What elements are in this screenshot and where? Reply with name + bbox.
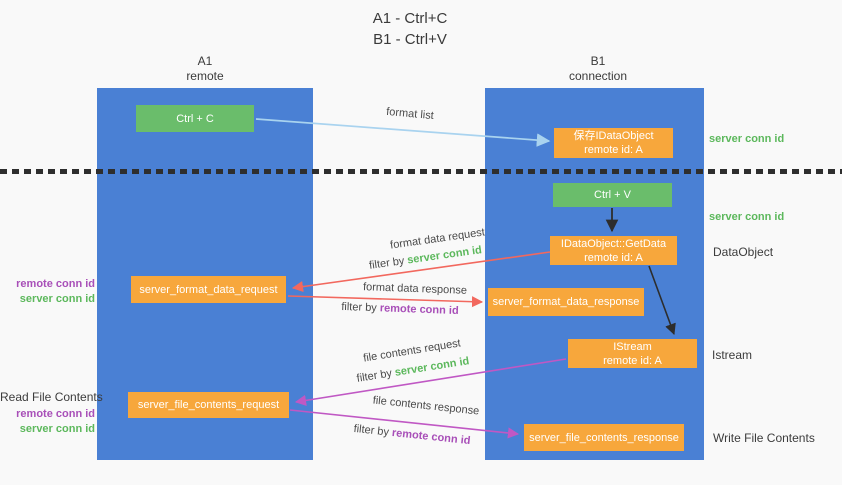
remote-conn-id-left-top: remote conn id [16,278,95,290]
conn-id-group-top: remote conn id server conn id [0,277,95,307]
file-contents-response-filter-label: filter by remote conn id [342,422,482,449]
istream-side-label: Istream [712,348,753,362]
session-divider [0,169,842,174]
filter-by-prefix: filter by [341,300,381,315]
server-conn-id-left-top: server conn id [19,293,95,305]
lane-b1-role: connection [568,69,628,83]
format-data-response-arrow [287,295,484,308]
remote-conn-id-key: remote conn id [391,426,471,448]
filter-by-prefix: filter by [353,422,393,439]
title-line-1: A1 - Ctrl+C [372,10,448,27]
save-idataobject-box: 保存IDataObject remote id: A [554,128,673,158]
format-list-label: format list [385,105,435,123]
remote-conn-id-left-bottom: remote conn id [16,408,95,420]
server-format-data-response-label: server_format_data_response [492,296,640,308]
istream-line1: IStream [613,340,652,353]
istream-box: IStream remote id: A [568,339,697,368]
server-format-data-response-box: server_format_data_response [488,288,644,316]
server-conn-id-right-mid: server conn id [709,211,785,223]
save-idataobject-line2: remote id: A [584,144,643,156]
filter-by-prefix: filter by [355,366,396,385]
lane-a1-name: A1 [197,54,213,68]
server-conn-id-left-bottom: server conn id [19,423,95,435]
idataobject-getdata-box: IDataObject::GetData remote id: A [550,236,677,265]
getdata-line1: IDataObject::GetData [560,237,667,250]
file-contents-response-label: file contents response [372,394,480,418]
lane-a1-role: remote [186,69,224,83]
dataobject-label: DataObject [713,245,774,259]
title-line-2: B1 - Ctrl+V [373,31,447,48]
lane-header-b1: B1 connection [548,54,648,84]
istream-line2: remote id: A [603,354,662,367]
server-conn-id-right-top: server conn id [709,133,785,145]
ctrl-c-box: Ctrl + C [136,105,254,132]
format-data-response-label: format data response [362,281,468,297]
ctrl-c-label: Ctrl + C [176,112,214,125]
diagram-title: A1 - Ctrl+C B1 - Ctrl+V [300,8,520,50]
getdata-line2: remote id: A [584,251,643,264]
server-file-contents-request-box: server_file_contents_request [128,392,289,418]
format-data-response-filter-label: filter by remote conn id [330,301,470,318]
server-format-data-request-box: server_format_data_request [131,276,286,303]
read-file-contents-label: Read File Contents [0,390,103,404]
server-file-contents-response-label: server_file_contents_response [529,431,679,444]
server-file-contents-response-box: server_file_contents_response [524,424,684,451]
server-conn-id-key: server conn id [393,355,471,379]
lane-b1-name: B1 [590,54,606,68]
write-file-contents-label: Write File Contents [713,431,815,445]
conn-id-group-bottom: remote conn id server conn id [0,407,95,437]
remote-conn-id-key: remote conn id [379,302,459,318]
ctrl-v-label: Ctrl + V [594,189,631,201]
lane-header-a1: A1 remote [155,54,255,84]
filter-by-prefix: filter by [368,254,409,272]
server-format-data-request-label: server_format_data_request [139,283,278,296]
ctrl-v-box: Ctrl + V [553,183,672,207]
server-file-contents-request-label: server_file_contents_request [137,399,280,411]
save-idataobject-line1: 保存IDataObject [573,130,654,142]
